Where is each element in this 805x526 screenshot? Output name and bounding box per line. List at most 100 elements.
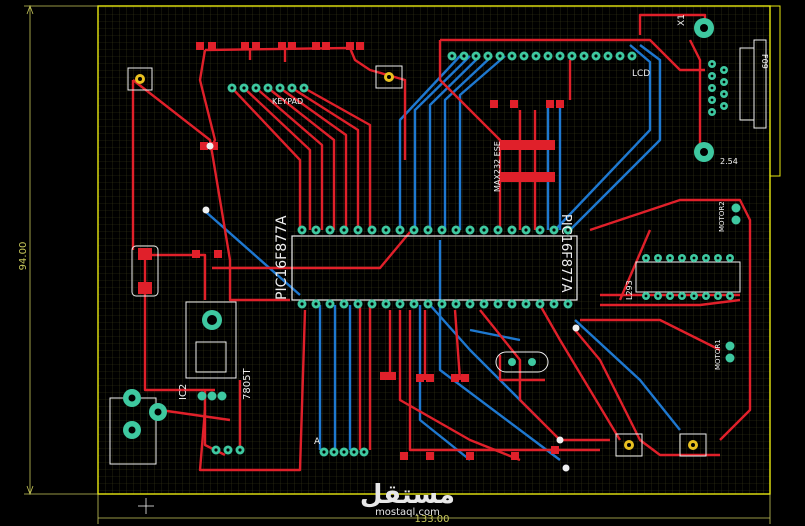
push-button-3[interactable] bbox=[615, 433, 643, 457]
keypad-header[interactable] bbox=[227, 83, 309, 93]
l293-pin-hole bbox=[644, 294, 648, 298]
pic-main-ic[interactable] bbox=[291, 235, 578, 301]
smd-pad bbox=[451, 374, 459, 382]
ic-pin-hole bbox=[510, 302, 514, 306]
smd-pad bbox=[346, 42, 354, 50]
l293-pin-hole bbox=[656, 256, 660, 260]
regulator-7805[interactable] bbox=[185, 301, 237, 401]
l293-pin-hole bbox=[728, 256, 732, 260]
lcd-pin-hole bbox=[486, 54, 490, 58]
pitch-label: 2.54 bbox=[720, 157, 738, 166]
l293-pin-hole bbox=[716, 256, 720, 260]
crystal-oscillator[interactable] bbox=[495, 351, 549, 373]
electrolytic-capacitor[interactable] bbox=[131, 245, 159, 297]
smd-pad bbox=[192, 250, 200, 258]
l293-pin-hole bbox=[680, 256, 684, 260]
bottom-layer-traces bbox=[205, 44, 681, 461]
max232-ic[interactable] bbox=[500, 140, 555, 182]
ic-pin-hole bbox=[300, 302, 304, 306]
smd-pad bbox=[380, 372, 388, 380]
l293-ic[interactable] bbox=[635, 261, 741, 293]
l293-pads bbox=[642, 254, 734, 300]
ic-pin-hole bbox=[496, 228, 500, 232]
smd-pad bbox=[208, 42, 216, 50]
smd-pad bbox=[288, 42, 296, 50]
keypad-pin-hole bbox=[278, 86, 282, 90]
ic-pin-hole bbox=[510, 228, 514, 232]
ic-pin-hole bbox=[342, 302, 346, 306]
l293-pin-hole bbox=[692, 294, 696, 298]
ic-pin-hole bbox=[468, 302, 472, 306]
smd-pad bbox=[312, 42, 320, 50]
keypad-pin-hole bbox=[230, 86, 234, 90]
motor2-label: MOTOR2 bbox=[718, 201, 726, 232]
lcd-header[interactable] bbox=[447, 51, 637, 61]
header-a-pin-hole bbox=[322, 450, 326, 454]
smd-pad bbox=[210, 142, 218, 150]
via bbox=[206, 142, 214, 150]
db9-pin-hole bbox=[710, 62, 714, 66]
ic2-label: IC2 bbox=[178, 384, 189, 400]
watermark-latin: mostaql.com bbox=[375, 507, 440, 518]
ic-pin-hole bbox=[342, 228, 346, 232]
pic-pads-bottom bbox=[297, 299, 573, 309]
ic-pin-hole bbox=[454, 228, 458, 232]
lcd-pin-hole bbox=[450, 54, 454, 58]
header-b[interactable] bbox=[211, 445, 245, 455]
ic-main-label-mirror: PIC16F877A bbox=[558, 214, 573, 293]
ic-pin-hole bbox=[328, 228, 332, 232]
db9-pin-hole bbox=[722, 80, 726, 84]
smd-pad bbox=[511, 452, 519, 460]
smd-pad bbox=[196, 42, 204, 50]
keypad-pin-hole bbox=[290, 86, 294, 90]
vias bbox=[202, 142, 580, 472]
pin-a-label: A bbox=[314, 437, 321, 447]
ic-pin-hole bbox=[314, 302, 318, 306]
lcd-label: LCD bbox=[632, 69, 650, 79]
dimension-height bbox=[24, 4, 98, 496]
smd-pad bbox=[356, 42, 364, 50]
header-a[interactable] bbox=[319, 447, 369, 457]
smd-pad bbox=[252, 42, 260, 50]
via bbox=[572, 324, 580, 332]
keypad-pin-hole bbox=[242, 86, 246, 90]
push-button-4[interactable] bbox=[679, 433, 707, 457]
ic-pin-hole bbox=[398, 228, 402, 232]
ic-pin-hole bbox=[482, 228, 486, 232]
ic-pin-hole bbox=[384, 228, 388, 232]
lcd-pin-hole bbox=[498, 54, 502, 58]
l293-label: L293 bbox=[625, 280, 634, 300]
power-jack[interactable] bbox=[109, 389, 167, 465]
board-outline bbox=[97, 5, 771, 495]
via bbox=[562, 464, 570, 472]
ic-pin-hole bbox=[300, 228, 304, 232]
ic-pin-hole bbox=[538, 228, 542, 232]
l293-pin-hole bbox=[716, 294, 720, 298]
lcd-pin-hole bbox=[522, 54, 526, 58]
ic-pin-hole bbox=[496, 302, 500, 306]
smd-pad bbox=[426, 374, 434, 382]
lcd-pin-hole bbox=[570, 54, 574, 58]
keypad-pin-hole bbox=[254, 86, 258, 90]
lcd-pin-hole bbox=[462, 54, 466, 58]
ic-pin-hole bbox=[552, 302, 556, 306]
motor1-label: MOTOR1 bbox=[714, 339, 722, 370]
ic-pin-hole bbox=[426, 302, 430, 306]
push-button-1[interactable] bbox=[127, 67, 153, 91]
connector-cutout bbox=[769, 5, 781, 177]
push-button-2[interactable] bbox=[375, 65, 403, 89]
l293-pin-hole bbox=[680, 294, 684, 298]
motor2-connector[interactable] bbox=[731, 203, 741, 225]
lcd-pin-hole bbox=[594, 54, 598, 58]
db9-pin-hole bbox=[710, 98, 714, 102]
lcd-pin-hole bbox=[630, 54, 634, 58]
db9-connector[interactable] bbox=[694, 18, 767, 162]
watermark-arabic: مستقل bbox=[359, 480, 455, 510]
l293-pin-hole bbox=[704, 256, 708, 260]
smd-pad bbox=[426, 452, 434, 460]
top-layer-traces bbox=[131, 13, 752, 472]
motor1-connector[interactable] bbox=[725, 341, 735, 363]
header-b-pin-hole bbox=[238, 448, 242, 452]
ic-pin-hole bbox=[398, 302, 402, 306]
